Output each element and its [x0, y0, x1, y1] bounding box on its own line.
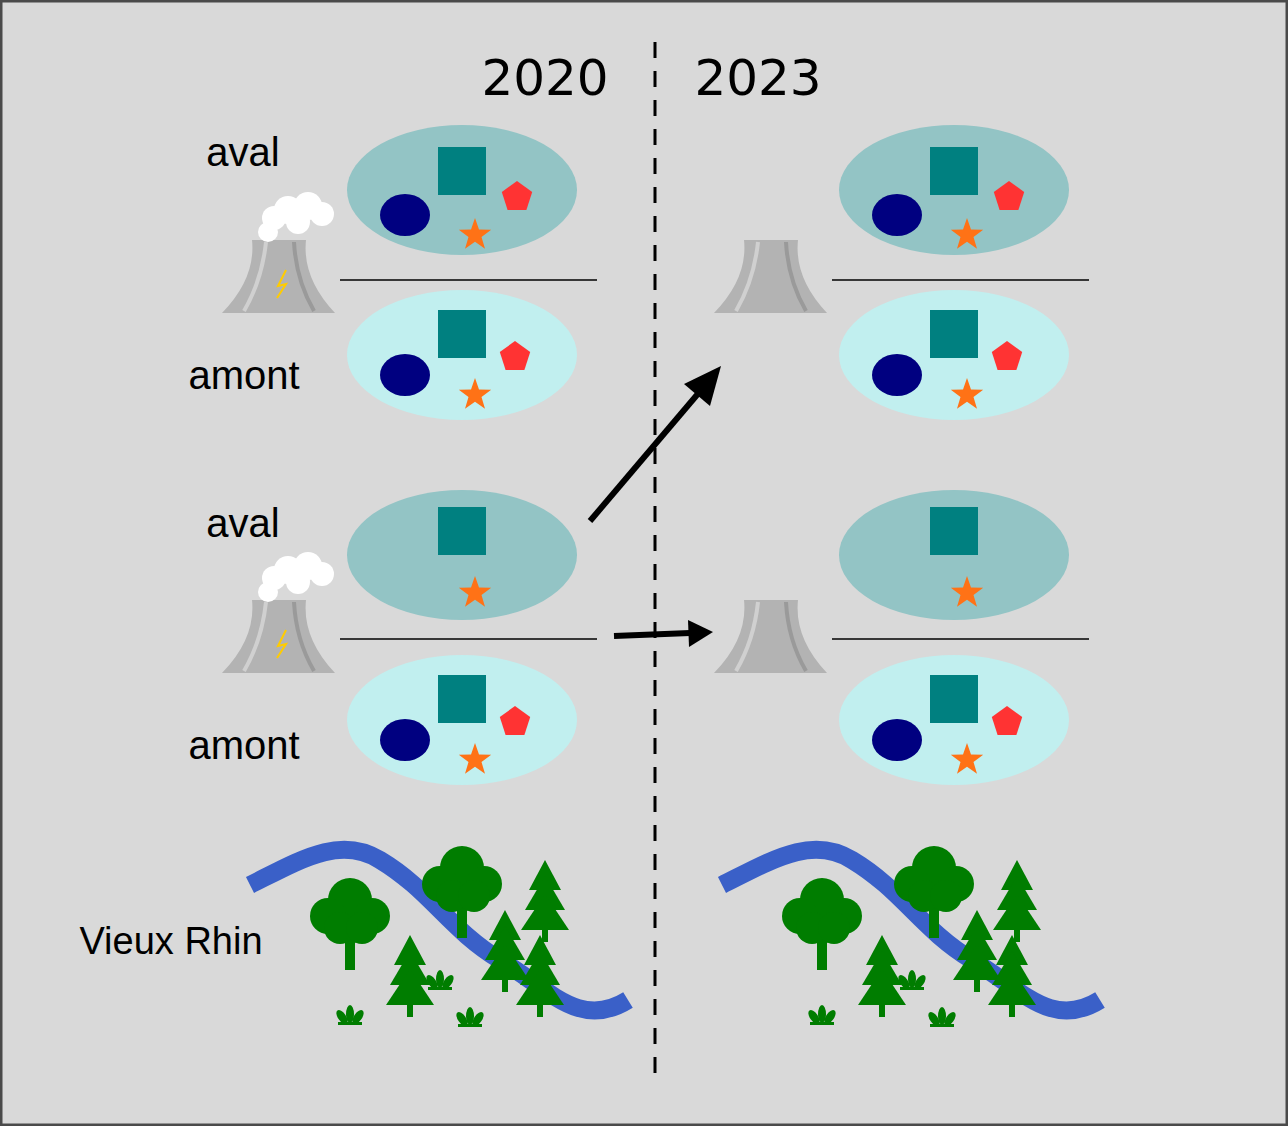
forest-2023 — [722, 846, 1100, 1028]
position-label: amont — [188, 353, 299, 397]
position-label: amont — [188, 723, 299, 767]
forest-2020 — [250, 846, 628, 1028]
year-label: 2020 — [481, 51, 608, 106]
position-label: aval — [206, 130, 279, 174]
arrows — [590, 366, 721, 647]
river-label: Vieux Rhin — [79, 921, 262, 963]
divider — [654, 42, 657, 1085]
site-2023-b — [714, 490, 1089, 785]
year-label: 2023 — [694, 51, 821, 106]
site-2023-a — [714, 125, 1089, 420]
position-label: aval — [206, 501, 279, 545]
